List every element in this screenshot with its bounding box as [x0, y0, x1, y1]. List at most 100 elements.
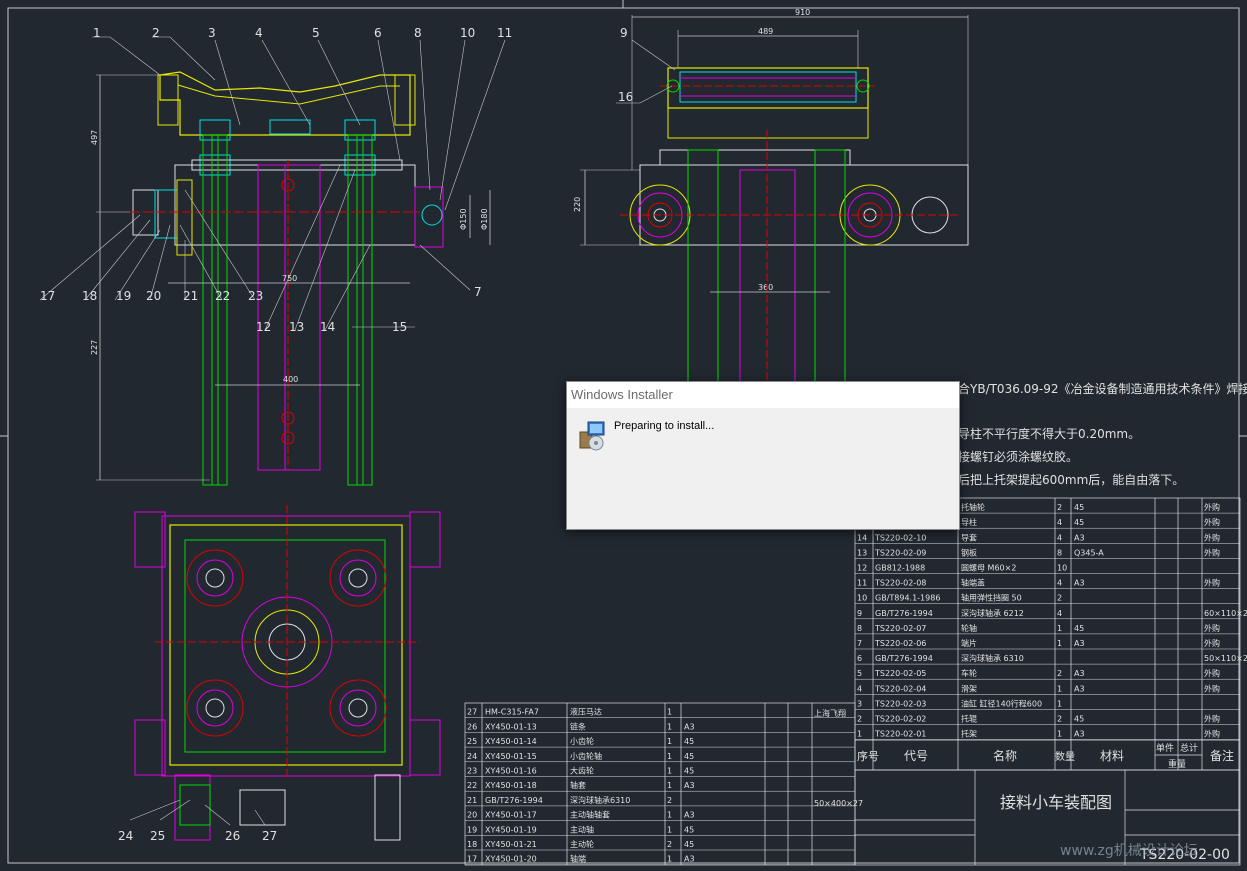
bom-cell: A3 — [684, 855, 695, 864]
callout-27: 27 — [262, 829, 277, 843]
bom-left-remarks: 上海飞翔 50×400×27 — [814, 708, 863, 808]
dim-400: 400 — [283, 375, 298, 384]
bom-cell: 1 — [667, 855, 672, 864]
bom-cell: 托轴轮 — [961, 502, 985, 512]
dim-d150: Φ150 — [459, 208, 468, 230]
bom-cell: 外购 — [1204, 502, 1220, 512]
bom-cell: A3 — [1074, 533, 1085, 542]
bom-cell: 2 — [667, 796, 672, 805]
bom-cell: 小齿轮 — [570, 736, 594, 746]
bom-cell: GB/T276-1994 — [875, 609, 933, 618]
callout-17: 17 — [40, 289, 55, 303]
bom-cell: TS220-02-01 — [874, 730, 926, 739]
bom-cell: 8 — [1057, 548, 1062, 557]
bom-cell: 外购 — [1204, 578, 1220, 588]
bom-cell: 6 — [857, 654, 862, 663]
bom-cell: 45 — [1074, 503, 1084, 512]
side-view — [580, 15, 969, 386]
dialog-message: Preparing to install... — [614, 420, 715, 432]
bom-cell: 轮轴 — [961, 623, 977, 633]
callout-7: 7 — [474, 285, 482, 299]
bom-cell: 外购 — [1204, 547, 1220, 557]
bom-cell: 45 — [1074, 715, 1084, 724]
hdr-qty: 数量 — [1055, 750, 1075, 763]
bom-cell: 14 — [857, 533, 867, 542]
bom-cell: 外购 — [1204, 638, 1220, 648]
bom-cell: 45 — [684, 840, 694, 849]
bom-cell: GB/T276-1994 — [875, 654, 933, 663]
bom-cell: A3 — [684, 722, 695, 731]
note-3: 接螺钉必须涂螺纹胶。 — [958, 449, 1078, 464]
bom-cell: TS220-02-09 — [874, 548, 926, 557]
bom-cell: 主动轮 — [570, 839, 594, 849]
bom-cell: 导柱 — [961, 517, 977, 527]
bom-cell: 2 — [857, 715, 862, 724]
bom-cell: XY450-01-20 — [485, 855, 537, 864]
bom-cell: 27 — [467, 708, 477, 717]
bom-cell: 1 — [1057, 730, 1062, 739]
callout-20: 20 — [146, 289, 161, 303]
hdr-seq: 序号 — [857, 749, 879, 763]
callout-13: 13 — [289, 320, 304, 334]
windows-installer-dialog[interactable]: Windows Installer Preparing to install..… — [566, 381, 960, 530]
bom-cell: A3 — [1074, 730, 1085, 739]
title-block — [854, 769, 1241, 866]
bom-cell: 托辊 — [961, 714, 977, 724]
remark-size: 50×400×27 — [814, 799, 863, 808]
bom-cell: 4 — [1057, 609, 1062, 618]
bom-cell: 轴用弹性挡圈 50 — [961, 593, 1022, 603]
bom-cell: 18 — [467, 840, 477, 849]
hdr-name: 名称 — [993, 748, 1017, 763]
bom-cell: 10 — [857, 594, 867, 603]
bom-cell: 深沟球轴承 6310 — [961, 653, 1024, 663]
bom-cell: 4 — [1057, 518, 1062, 527]
bom-cell: 外购 — [1204, 668, 1220, 678]
hdr-material: 材料 — [1100, 749, 1124, 763]
callout-6: 6 — [374, 26, 382, 40]
callout-4: 4 — [255, 26, 263, 40]
note-1: 合YB/T036.09-92《冶金设备制造通用技术条件》焊接部分 — [958, 381, 1247, 396]
bom-cell: 链条 — [570, 721, 586, 731]
note-2: 导柱不平行度不得大于0.20mm。 — [958, 426, 1140, 441]
bom-cell: 轴端 — [570, 854, 586, 864]
bom-cell: 12 — [857, 564, 867, 573]
bom-cell: 2 — [667, 840, 672, 849]
bom-cell: GB/T894.1-1986 — [875, 594, 940, 603]
watermark: www.zg机械设计论坛 — [1060, 843, 1198, 859]
bom-cell: TS220-02-02 — [874, 715, 926, 724]
bom-cell: 1 — [667, 752, 672, 761]
bom-cell: XY450-01-15 — [485, 752, 537, 761]
bom-cell: TS220-02-08 — [874, 579, 926, 588]
top-view — [129, 505, 441, 841]
bom-cell: 5 — [857, 669, 862, 678]
bom-cell: 60×110×22 — [1204, 609, 1247, 618]
callout-22: 22 — [215, 289, 230, 303]
bom-cell: 深沟球轴承 6212 — [961, 608, 1024, 618]
bom-cell: 轴端盖 — [961, 578, 985, 588]
remark-maker: 上海飞翔 — [814, 708, 846, 718]
bom-cell: 外购 — [1204, 683, 1220, 693]
technical-notes: 合YB/T036.09-92《冶金设备制造通用技术条件》焊接部分 导柱不平行度不… — [958, 381, 1247, 487]
bom-cell: 1 — [667, 767, 672, 776]
bom-cell: 13 — [857, 548, 867, 557]
bom-cell: 17 — [467, 855, 477, 864]
callout-1: 1 — [93, 26, 101, 40]
bom-cell: A3 — [1074, 669, 1085, 678]
dialog-title[interactable]: Windows Installer — [567, 382, 959, 408]
callout-10: 10 — [460, 26, 475, 40]
bom-cell: 2 — [1057, 594, 1062, 603]
dim-220: 220 — [573, 197, 582, 212]
bom-cell: 大齿轮 — [570, 766, 594, 776]
bom-cell: 4 — [857, 684, 862, 693]
bom-cell: A3 — [1074, 684, 1085, 693]
bom-cell: 9 — [857, 609, 862, 618]
dim-910: 910 — [795, 8, 810, 17]
bom-cell: 4 — [1057, 579, 1062, 588]
dim-227: 227 — [90, 340, 99, 355]
bom-cell: GB812-1988 — [875, 564, 925, 573]
bom-cell: Q345-A — [1074, 548, 1104, 557]
bom-cell: 深沟球轴承6310 — [570, 795, 630, 805]
bom-cell: TS220-02-05 — [874, 669, 926, 678]
hdr-code: 代号 — [904, 749, 928, 763]
